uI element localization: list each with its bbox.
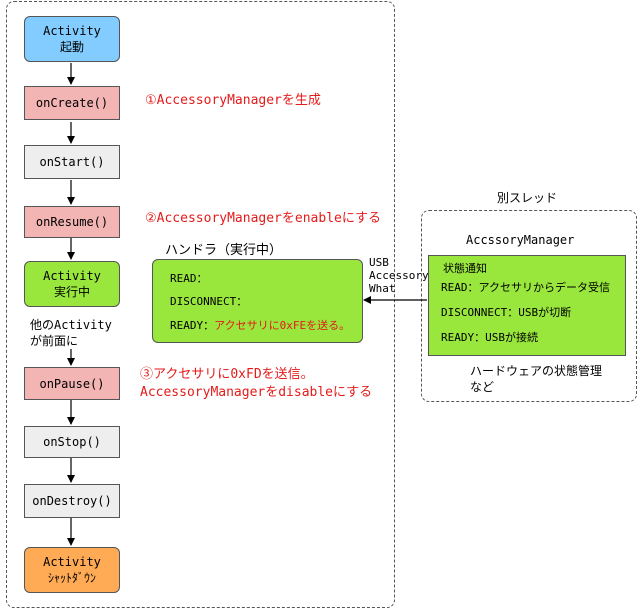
manager-ready: READY：USBが接続	[441, 331, 538, 344]
usb-message-label: USB Accessory What	[369, 256, 429, 295]
thread-description-line1: ハードウェアの状態管理	[470, 364, 603, 378]
activity-container	[6, 1, 395, 608]
manager-disconnect: DISCONNECT：USBが切断	[441, 306, 572, 319]
handler-ready: READY：アクセサリに0xFEを送る。	[170, 319, 350, 333]
usb-message-line2: Accessory	[369, 269, 429, 282]
usb-message-line1: USB	[369, 256, 389, 269]
on-create-node: onCreate()	[24, 86, 120, 120]
manager-box: 状態通知 READ：アクセサリからデータ受信 DISCONNECT：USBが切断…	[428, 255, 626, 356]
other-activity-front-label: 他のActivity が前面に	[30, 317, 130, 349]
thread-description: ハードウェアの状態管理 など	[470, 363, 602, 395]
manager-status-title: 状態通知	[443, 262, 487, 275]
running-node: Activity 実行中	[24, 261, 120, 307]
thread-description-line2: など	[470, 380, 495, 394]
handler-title: ハンドラ（実行中）	[165, 243, 283, 258]
thread-container	[421, 210, 637, 402]
on-start-label: onStart()	[39, 155, 105, 169]
on-start-node: onStart()	[24, 145, 120, 179]
on-pause-label: onPause()	[39, 376, 105, 391]
activity-start-node: Activity 起動	[24, 16, 120, 62]
shutdown-line1: Activity	[43, 555, 101, 569]
running-line2: 実行中	[53, 285, 90, 299]
on-destroy-label: onDestroy()	[32, 494, 112, 508]
activity-start-line2: 起動	[59, 40, 84, 54]
note-pause-line1: ③アクセサリに0xFDを送信。	[140, 367, 314, 382]
on-stop-node: onStop()	[24, 426, 120, 458]
running-line1: Activity	[43, 269, 101, 283]
note-create: ①AccessoryManagerを生成	[145, 93, 321, 108]
on-stop-label: onStop()	[43, 435, 101, 449]
shutdown-line2: ｼｬｯﾄﾀﾞｳﾝ	[47, 571, 96, 585]
on-pause-node: onPause()	[24, 367, 120, 400]
on-resume-node: onResume()	[24, 206, 120, 238]
handler-ready-text: アクセサリに0xFEを送る。	[214, 319, 351, 332]
handler-read: READ：	[170, 272, 208, 285]
on-create-label: onCreate()	[35, 96, 109, 110]
thread-caption: 別スレッド	[497, 191, 558, 205]
handler-disconnect: DISCONNECT：	[170, 295, 248, 308]
handler-ready-label: READY：	[170, 319, 215, 332]
note-resume: ②AccessoryManagerをenableにする	[145, 211, 381, 226]
on-resume-label: onResume()	[35, 215, 109, 229]
handler-box: READ： DISCONNECT： READY：アクセサリに0xFEを送る。	[152, 259, 363, 343]
other-activity-line1: 他のActivity	[30, 318, 112, 332]
usb-message-line3: What	[369, 282, 396, 295]
on-destroy-node: onDestroy()	[24, 484, 120, 518]
manager-read: READ：アクセサリからデータ受信	[441, 281, 610, 294]
manager-title: AccssoryManager	[466, 233, 575, 247]
note-pause-line2: AccessoryManagerをdisableにする	[140, 385, 373, 400]
activity-start-line1: Activity	[43, 24, 101, 38]
note-pause: ③アクセサリに0xFDを送信。 AccessoryManagerをdisable…	[140, 366, 372, 402]
other-activity-line2: が前面に	[30, 334, 79, 348]
shutdown-node: Activity ｼｬｯﾄﾀﾞｳﾝ	[24, 547, 120, 593]
